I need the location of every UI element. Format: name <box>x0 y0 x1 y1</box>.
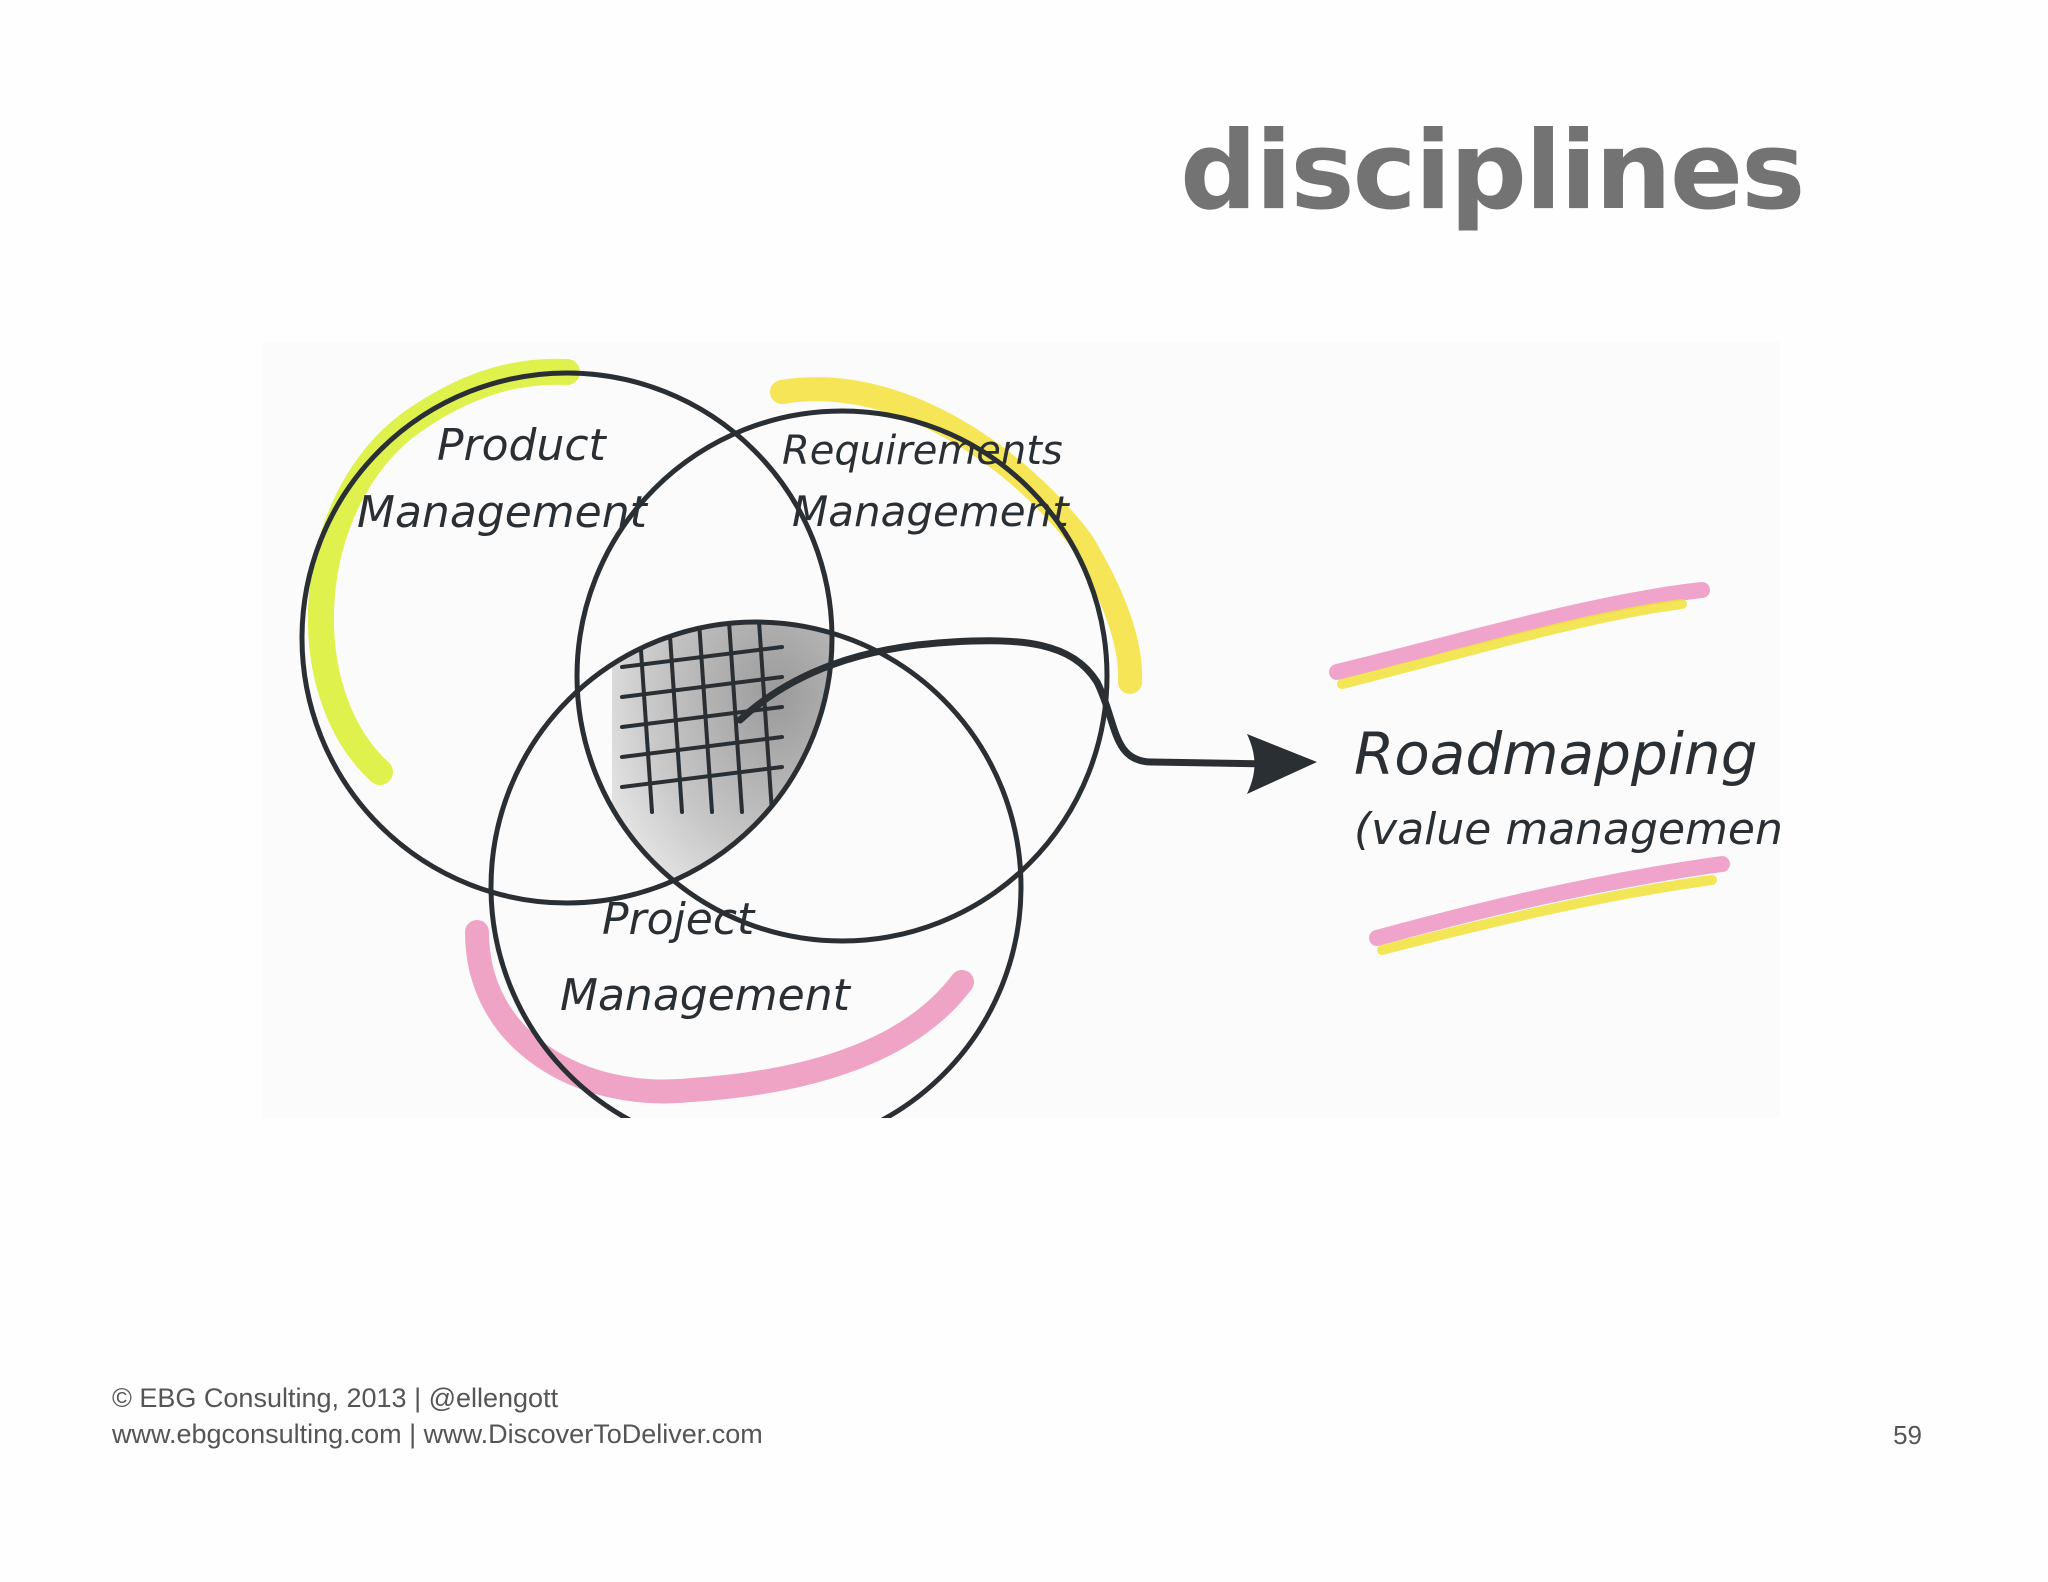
project-highlight <box>465 920 974 1104</box>
outcome-highlight-bottom <box>1369 856 1730 946</box>
requirements-label-line2: Management <box>792 487 1070 536</box>
outcome-highlight-top <box>1329 582 1710 680</box>
outcome-highlight-bottom-yellow <box>1377 875 1717 955</box>
product-management-circle <box>299 370 835 906</box>
project-label-line1: Project <box>602 894 756 945</box>
roadmapping-label: Roadmapping <box>1354 720 1758 788</box>
requirements-label-line1: Requirements <box>782 428 1063 474</box>
website-links: www.ebgconsulting.com | www.DiscoverToDe… <box>112 1419 763 1449</box>
copyright-text: © EBG Consulting, 2013 | @ellengott <box>112 1383 559 1413</box>
outcome-highlight-top-yellow <box>1337 599 1687 689</box>
footer: © EBG Consulting, 2013 | @ellengott www.… <box>112 1380 763 1452</box>
page-number: 59 <box>1893 1420 1922 1450</box>
requirements-highlight <box>770 377 1143 694</box>
product-label-line2: Management <box>357 487 649 538</box>
project-management-circle <box>488 619 1024 1118</box>
value-management-label: (value management) <box>1354 804 1780 855</box>
product-label-line1: Product <box>437 420 608 471</box>
project-label-line2: Management <box>560 970 852 1021</box>
arrow-line <box>736 637 1276 768</box>
requirements-management-circle <box>574 408 1110 944</box>
arrowhead-icon <box>1247 734 1317 794</box>
slide-title: disciplines <box>1180 109 1805 234</box>
venn-diagram-sketch: Product Management Requirements Manageme… <box>262 342 1780 1118</box>
